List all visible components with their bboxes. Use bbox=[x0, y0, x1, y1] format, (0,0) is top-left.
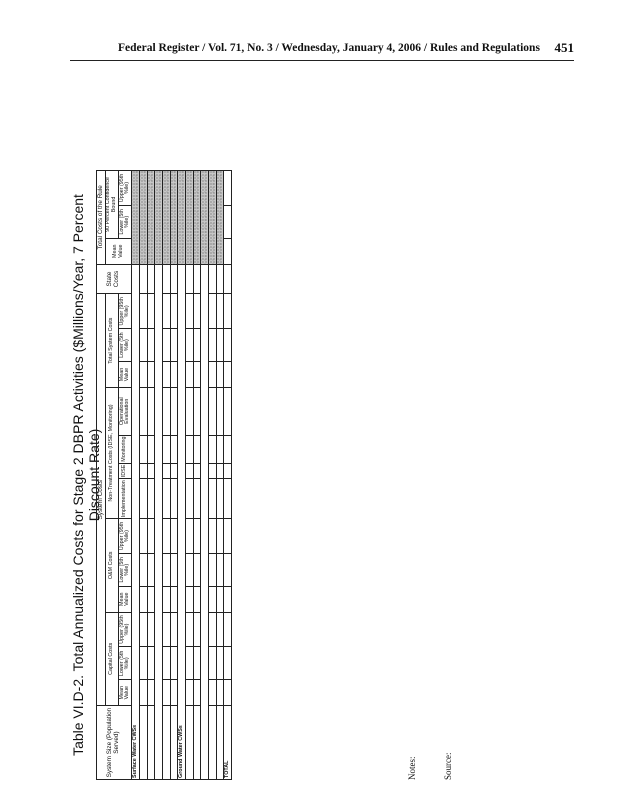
note: Notes: bbox=[406, 170, 418, 781]
stippled-cell bbox=[154, 170, 163, 265]
header-row-2: Capital Costs O&M Costs Non-Treatment Co… bbox=[105, 170, 132, 780]
hdr-total-system: Total System Costs bbox=[105, 293, 119, 388]
stippled-cell bbox=[131, 170, 140, 265]
hdr-operational: Operational Evaluation bbox=[118, 387, 132, 436]
hdr-monitoring: Monitoring bbox=[118, 435, 132, 464]
hdr-total-ci: 90 Percent Confidence Bound bbox=[105, 170, 119, 239]
total-row: TOTAL bbox=[223, 170, 232, 780]
note-text bbox=[418, 744, 430, 746]
hdr-idse: IDSE bbox=[118, 463, 132, 479]
category-row bbox=[154, 170, 163, 780]
stippled-cell bbox=[177, 170, 186, 265]
hdr-om: O&M Costs bbox=[105, 518, 119, 613]
category-label bbox=[200, 264, 209, 780]
hdr-cap-lower: Lower (5th %ile) bbox=[118, 646, 132, 680]
stippled-cell bbox=[216, 170, 224, 265]
note bbox=[430, 170, 442, 780]
hdr-system-costs: System Costs bbox=[96, 293, 106, 706]
hdr-state-costs: State Costs bbox=[96, 264, 132, 294]
category-label bbox=[154, 264, 163, 780]
hdr-om-upper: Upper (95th %ile) bbox=[118, 518, 132, 554]
table-row bbox=[216, 170, 224, 780]
stippled-cell bbox=[185, 170, 194, 265]
hdr-implementation: Implementation bbox=[118, 478, 132, 519]
table-row bbox=[147, 170, 155, 780]
table-row bbox=[185, 170, 194, 780]
stippled-cell bbox=[208, 170, 217, 265]
stippled-cell bbox=[162, 170, 171, 265]
source-label: Source: bbox=[443, 752, 453, 781]
hdr-ts-upper: Upper (95th %ile) bbox=[118, 293, 132, 329]
running-head: Federal Register / Vol. 71, No. 3 / Wedn… bbox=[70, 38, 574, 61]
row-label bbox=[170, 705, 178, 780]
hdr-cap-upper: Upper (95th %ile) bbox=[118, 612, 132, 647]
category-row bbox=[200, 170, 209, 780]
category-label: Surface Water CWSs bbox=[131, 264, 140, 780]
table-row bbox=[193, 170, 201, 780]
row-label bbox=[208, 705, 217, 780]
category-label: Ground Water CWSs bbox=[177, 264, 186, 780]
source-text bbox=[442, 744, 454, 746]
row-label: TOTAL bbox=[223, 705, 232, 780]
stippled-cell bbox=[139, 170, 148, 265]
notes-label: Notes: bbox=[407, 756, 417, 781]
page-number: 451 bbox=[554, 40, 575, 55]
hdr-om-lower: Lower (5th %ile) bbox=[118, 553, 132, 587]
hdr-ts-lower: Lower (5th %ile) bbox=[118, 328, 132, 362]
hdr-ts-mean: Mean Value bbox=[118, 361, 132, 388]
note-text bbox=[406, 744, 418, 746]
hdr-system-size: System Size (Population Served) bbox=[96, 705, 132, 780]
row-label bbox=[216, 705, 224, 780]
category-row: Ground Water CWSs bbox=[177, 170, 186, 780]
row-label bbox=[162, 705, 171, 780]
table-notes: Notes: Source: bbox=[406, 170, 454, 781]
running-head-text: Federal Register / Vol. 71, No. 3 / Wedn… bbox=[118, 42, 540, 54]
cost-table: System Size (Population Served) System C… bbox=[96, 170, 232, 780]
note-text bbox=[430, 744, 442, 746]
note: Source: bbox=[442, 170, 454, 781]
hdr-om-mean: Mean Value bbox=[118, 586, 132, 613]
stippled-cell bbox=[147, 170, 155, 265]
table-row bbox=[162, 170, 171, 780]
row-label bbox=[147, 705, 155, 780]
rotated-table-block: Table VI.D-2. Total Annualized Costs for… bbox=[70, 80, 500, 780]
hdr-tr-upper: Upper (95th %ile) bbox=[118, 170, 132, 206]
table-row bbox=[139, 170, 148, 780]
row-label bbox=[139, 705, 148, 780]
table-row bbox=[208, 170, 217, 780]
note bbox=[418, 170, 430, 780]
stippled-cell bbox=[193, 170, 201, 265]
table-row bbox=[170, 170, 178, 780]
hdr-total-mean: Mean Value bbox=[105, 238, 132, 265]
hdr-nontreatment: Non-Treatment Costs (IDSE, Monitoring) bbox=[105, 387, 119, 519]
row-label bbox=[185, 705, 194, 780]
category-row: Surface Water CWSs bbox=[131, 170, 140, 780]
row-label bbox=[193, 705, 201, 780]
hdr-tr-lower: Lower (5th %ile) bbox=[118, 205, 132, 239]
stippled-cell bbox=[200, 170, 209, 265]
hdr-capital: Capital Costs bbox=[105, 612, 119, 706]
hdr-cap-mean: Mean Value bbox=[118, 679, 132, 706]
header-row-1: System Size (Population Served) System C… bbox=[96, 170, 132, 780]
hdr-total-rule: Total Costs of the Rule bbox=[96, 170, 106, 265]
stippled-cell bbox=[170, 170, 178, 265]
